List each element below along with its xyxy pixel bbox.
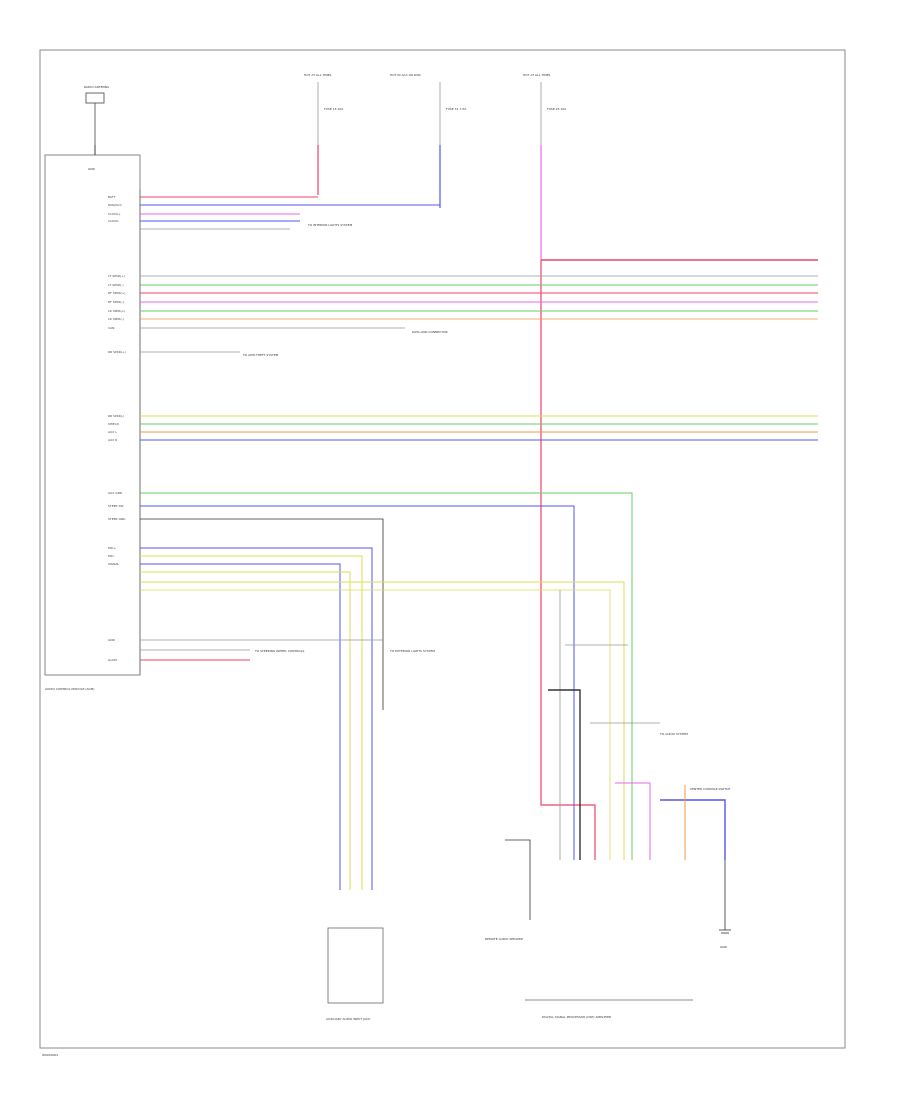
fuse-feed-1: HOT AT ALL TIMES FUSE 16 10A bbox=[304, 73, 344, 195]
callout-text: DATA LINK CONNECTOR bbox=[412, 330, 448, 334]
callout-text: TO EXTERIOR LIGHTS SYSTEM bbox=[389, 649, 435, 653]
module-pin-labels: BATT RUN/ACC CLOCK+ CLOCK- LF SPKR(+) LF SPKR… bbox=[108, 195, 126, 662]
audio-control-module: AUDIO CONTROL MODULE (ACM) bbox=[44, 154, 141, 691]
pin-label: SHIELD bbox=[108, 422, 120, 426]
pin-label: LF SPKR(+) bbox=[108, 274, 125, 278]
pin-label: CLOCK+ bbox=[108, 212, 121, 216]
pin-label: LR SPKR(-) bbox=[108, 317, 124, 321]
wires bbox=[140, 190, 818, 920]
module-label: AUDIO CONTROL MODULE (ACM) bbox=[45, 687, 94, 691]
connector-label: REMOTE AUDIO SPEAKER bbox=[485, 937, 523, 941]
ground-icon: GND bbox=[719, 860, 731, 949]
connector-label: AUXILIARY AUDIO INPUT JACK bbox=[326, 1017, 371, 1021]
ground-label: GND bbox=[88, 167, 96, 171]
pin-label: RR SPKR(-) bbox=[108, 414, 124, 418]
pin-label: LF SPKR(-) bbox=[108, 283, 124, 287]
fuse-block-label: HOT IN ACC OR RUN bbox=[390, 73, 421, 77]
pin-label: ILLUM bbox=[108, 658, 117, 662]
aux-jack-connector: AUXILIARY AUDIO INPUT JACK bbox=[326, 927, 384, 1021]
callout-text: TO ANTI-THEFT SYSTEM bbox=[242, 353, 279, 357]
pin-label: RR SPKR(+) bbox=[108, 350, 126, 354]
pin-label: BATT bbox=[108, 195, 116, 199]
footer-code: W0000001 bbox=[42, 1053, 58, 1057]
callouts: TO INTERIOR LIGHTS SYSTEM TO ANTI-THEFT … bbox=[242, 223, 730, 791]
pin-label: AUX GND bbox=[108, 491, 123, 495]
pin-label: RF SPKR(+) bbox=[108, 291, 125, 295]
ground-icon: GND bbox=[88, 145, 96, 171]
pin-label: CAN bbox=[108, 326, 114, 330]
antenna-icon: RADIO ANTENNA bbox=[84, 85, 110, 155]
pin-label: LR SPKR(+) bbox=[108, 309, 125, 313]
pin-label: AUX R bbox=[108, 438, 117, 442]
callout-text: CENTER CONSOLE SWITCH bbox=[690, 787, 730, 791]
antenna-label: RADIO ANTENNA bbox=[84, 85, 110, 89]
dsp-amplifier-connector: DIGITAL SIGNAL PROCESSOR (DSP) AMPLIFIER… bbox=[485, 937, 693, 1019]
pin-label: GND bbox=[108, 638, 116, 642]
callout-text: TO INTERIOR LIGHTS SYSTEM bbox=[307, 223, 353, 227]
pin-label: MIC+ bbox=[108, 546, 117, 550]
pin-label: STEER GND bbox=[108, 517, 126, 521]
fuse-block-label: HOT AT ALL TIMES bbox=[304, 73, 332, 77]
fuse-block-label: HOT AT ALL TIMES bbox=[523, 73, 551, 77]
pin-label: SIGNAL bbox=[108, 562, 119, 566]
pin-label: STEER SW bbox=[108, 504, 123, 508]
fuse-label: FUSE 31 7.5A bbox=[446, 107, 467, 111]
pin-label: RUN/ACC bbox=[108, 203, 122, 207]
pin-label: MIC- bbox=[108, 554, 115, 558]
callout-text: TO AUDIO SYSTEM bbox=[659, 732, 688, 736]
pin-label: CLOCK- bbox=[108, 219, 119, 223]
pin-label: RF SPKR(-) bbox=[108, 300, 124, 304]
ground-label: GND bbox=[720, 945, 728, 949]
fuse-label: FUSE 16 10A bbox=[324, 107, 344, 111]
fuse-label: FUSE 25 10A bbox=[547, 107, 567, 111]
connector-label: DIGITAL SIGNAL PROCESSOR (DSP) AMPLIFIER bbox=[542, 1015, 611, 1019]
pin-label: AUX L bbox=[108, 430, 117, 434]
fuse-feed-3: HOT AT ALL TIMES FUSE 25 10A bbox=[523, 73, 567, 260]
diagram-frame bbox=[39, 49, 846, 1049]
fuse-feed-2: HOT IN ACC OR RUN FUSE 31 7.5A bbox=[390, 73, 467, 208]
callout-text: TO STEERING WHEEL CONTROLS bbox=[254, 649, 304, 653]
